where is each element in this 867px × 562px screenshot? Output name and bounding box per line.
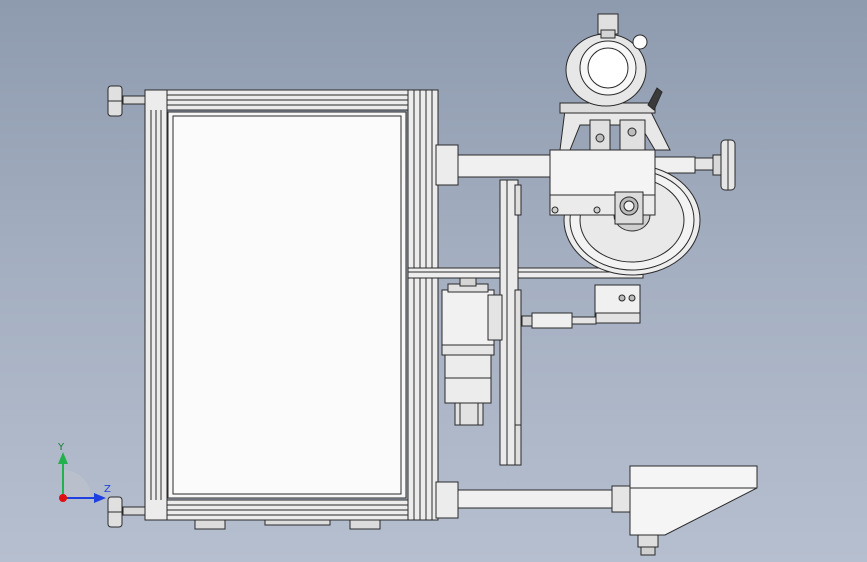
base-blocks [194, 519, 381, 530]
servo-motor [441, 277, 503, 426]
axis-triad-graphic [58, 452, 106, 503]
lower-shaft [435, 481, 631, 519]
belt-plate [499, 179, 522, 466]
upper-shaft [435, 144, 722, 186]
handwheel-top [720, 139, 736, 191]
y-axis-label: Y [58, 442, 65, 453]
wheel-guard [559, 102, 671, 151]
leveling-foot-top [107, 85, 146, 117]
collection-hopper [629, 465, 758, 556]
frame-panel [167, 111, 407, 499]
leveling-foot-bottom [107, 496, 146, 528]
top-motor [565, 13, 663, 111]
clamp-block [594, 284, 641, 324]
aluminum-frame [144, 89, 439, 521]
z-axis-label: Z [104, 484, 111, 495]
air-cylinder [521, 312, 597, 329]
axis-triad: Y Z [48, 440, 118, 510]
spindle-housing [549, 149, 656, 225]
